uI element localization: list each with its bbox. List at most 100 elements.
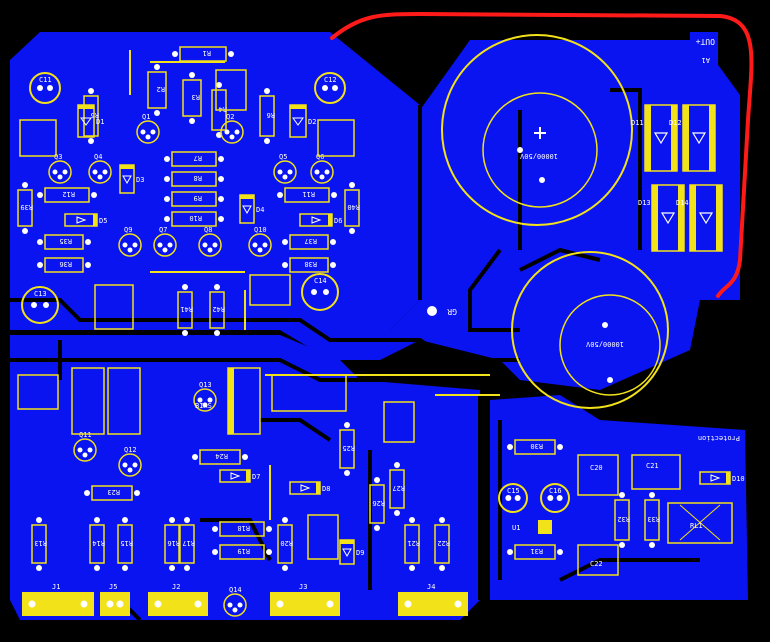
electrolytic-c11: C11 <box>29 72 61 104</box>
bias-label: BIAS <box>195 402 212 410</box>
prot-cap-c22-label: C22 <box>590 560 603 568</box>
diode-d7: D7 <box>219 469 260 483</box>
prot-r30: R30 <box>507 439 563 455</box>
resistor-r8-label: R8 <box>194 174 202 182</box>
electrolytic-c14: C14 <box>301 273 339 311</box>
diode-d2: D2 <box>289 104 316 138</box>
resistor-r9: R9 <box>164 191 224 207</box>
transistor-q3: Q3 <box>48 153 72 184</box>
resistor-r15-label: R15 <box>120 539 133 547</box>
transistor-q3-label: Q3 <box>54 153 62 161</box>
connector-j2: J2 <box>148 583 208 616</box>
diode-d4: D4 <box>239 194 264 224</box>
resistor-r13-label: R13 <box>34 539 47 547</box>
resistor-r38-label: R38 <box>304 260 317 268</box>
bridge-diode-d11-label: D11 <box>631 119 644 127</box>
transistor-q12-label: Q12 <box>124 446 137 454</box>
prot-r33: R33 <box>644 492 660 548</box>
resistor-r25-label: R25 <box>342 444 355 452</box>
resistor-r5: R5 <box>83 88 99 144</box>
connector-j2-label: J2 <box>172 583 180 591</box>
copper-pour-left <box>10 32 420 360</box>
resistor-r37: R37 <box>282 234 336 250</box>
resistor-r26: R26 <box>369 477 385 531</box>
electrolytic-c13-label: C13 <box>34 290 47 298</box>
resistor-r16: R16 <box>164 517 180 571</box>
bias-block: BIAS <box>17 69 415 560</box>
cap-c1-inner <box>482 92 598 208</box>
transistor-q9: Q9 <box>118 226 142 257</box>
electrolytic-c12-label: C12 <box>324 76 337 84</box>
transistor-q4: Q4 <box>88 153 112 184</box>
copper-out-block <box>690 32 718 77</box>
diode-d1: D1 <box>77 104 104 138</box>
bridge-diode-d13: D13 <box>638 184 685 252</box>
diode-d5: D5 <box>64 213 107 227</box>
prot-r32: R32 <box>614 492 630 548</box>
resistor-r13: R13 <box>31 517 47 571</box>
prot-r30-label: R30 <box>530 442 543 450</box>
resistor-r3-label: R3 <box>192 93 200 101</box>
resistor-r18-label: R18 <box>237 524 250 532</box>
prot-r32-label: R32 <box>617 515 630 523</box>
red-wire <box>330 11 754 298</box>
resistor-r26-label: R26 <box>372 499 385 507</box>
resistor-r24: R24 <box>192 449 248 465</box>
electrolytic-c12: C12 <box>314 72 346 104</box>
transistor-q5-label: Q5 <box>279 153 287 161</box>
resistor-r9-label: R9 <box>194 194 202 202</box>
resistor-r27: R27 <box>389 462 405 516</box>
diode-d10-label: D10 <box>732 475 745 483</box>
resistor-r36: R36 <box>37 257 91 273</box>
diode-d2-label: D2 <box>308 118 316 126</box>
resistor-r12-label: R12 <box>62 190 75 198</box>
resistor-r23-label: R23 <box>107 488 120 496</box>
resistor-r7: R7 <box>164 151 224 167</box>
electrolytic-c16: C16 <box>540 483 570 513</box>
transistor-q10-label: Q10 <box>254 226 267 234</box>
resistor-r22-label: R22 <box>437 539 450 547</box>
resistor-r12: R12 <box>37 187 97 203</box>
resistor-r24-label: R24 <box>215 452 228 460</box>
electrolytic-c13: C13 <box>21 286 59 324</box>
gnd-label: GR <box>447 307 457 316</box>
resistor-r11-label: R11 <box>302 190 315 198</box>
resistor-r8: R8 <box>164 171 224 187</box>
prot-relay-label: RL1 <box>690 522 703 530</box>
transistor-q2: Q2 <box>220 113 244 144</box>
diode-d6-label: D6 <box>334 217 342 225</box>
transistor-q11: Q11 <box>73 431 97 462</box>
transistor-q13: Q13 <box>193 381 217 412</box>
connector-j1-label: J1 <box>52 583 60 591</box>
prot-r33-label: R33 <box>647 515 660 523</box>
transistor-q9-label: Q9 <box>124 226 132 234</box>
transistor-q6: Q6 <box>310 153 334 184</box>
electrolytic-c16-label: C16 <box>549 487 562 495</box>
diode-d7-label: D7 <box>252 473 260 481</box>
connector-j4-label: J4 <box>427 583 435 591</box>
resistor-r40-label: R40 <box>347 203 360 211</box>
transistor-q1: Q1 <box>136 113 160 144</box>
resistor-r37-label: R37 <box>304 237 317 245</box>
prot-cap-c21-label: C21 <box>646 462 659 470</box>
transistor-q2-label: Q2 <box>226 113 234 121</box>
connector-j5: J5 <box>100 583 130 616</box>
resistor-r18: R18 <box>212 521 272 537</box>
diode-d6: D6 <box>299 213 342 227</box>
resistor-r38: R38 <box>282 257 336 273</box>
resistor-r2-label: R2 <box>157 85 165 93</box>
resistor-r14-label: R14 <box>92 539 105 547</box>
bridge-diode-d13-label: D13 <box>638 199 651 207</box>
resistor-r3: R3 <box>182 72 202 124</box>
connector-j5-label: J5 <box>109 583 117 591</box>
transistor-q5: Q5 <box>273 153 297 184</box>
electrolytic-c15-label: C15 <box>507 487 520 495</box>
prot-ic-u1: U1 <box>512 520 552 534</box>
resistor-r21-label: R21 <box>407 539 420 547</box>
transistor-q14: Q14 <box>223 586 247 617</box>
transistor-q7-label: Q7 <box>159 226 167 234</box>
prot-cap-c20: C20 <box>577 454 619 496</box>
